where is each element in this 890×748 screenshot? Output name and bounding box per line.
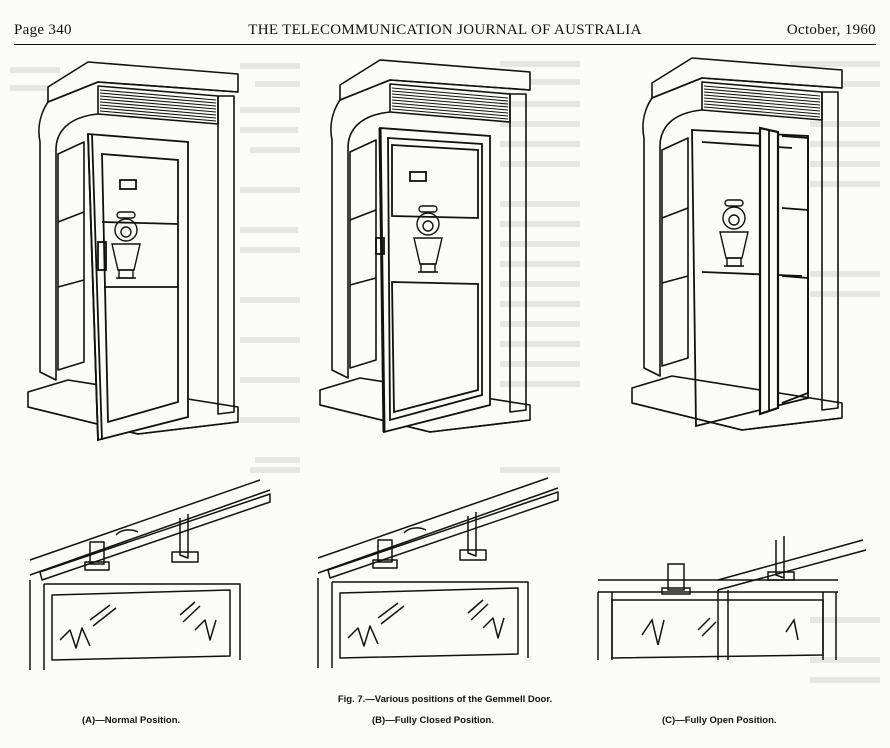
track-detail-b [317, 477, 559, 669]
panel-label-a: (A)—Normal Position. [82, 715, 181, 726]
booth-a-normal [27, 61, 239, 442]
booth-c-open [631, 57, 843, 431]
journal-title: THE TELECOMMUNICATION JOURNAL OF AUSTRAL… [248, 22, 642, 38]
panel-label-b: (B)—Fully Closed Position. [372, 715, 494, 726]
track-detail-c [597, 536, 867, 660]
figure-caption: Fig. 7.—Various positions of the Gemmell… [337, 694, 553, 705]
track-detail-a [29, 479, 271, 671]
header-rule [14, 44, 876, 45]
booth-b-closed [319, 59, 531, 434]
panel-label-c: (C)—Fully Open Position. [662, 715, 777, 726]
issue-date: October, 1960 [786, 22, 876, 38]
page-number: Page 340 [14, 22, 72, 38]
running-header: Page 340 THE TELECOMMUNICATION JOURNAL O… [14, 18, 876, 45]
